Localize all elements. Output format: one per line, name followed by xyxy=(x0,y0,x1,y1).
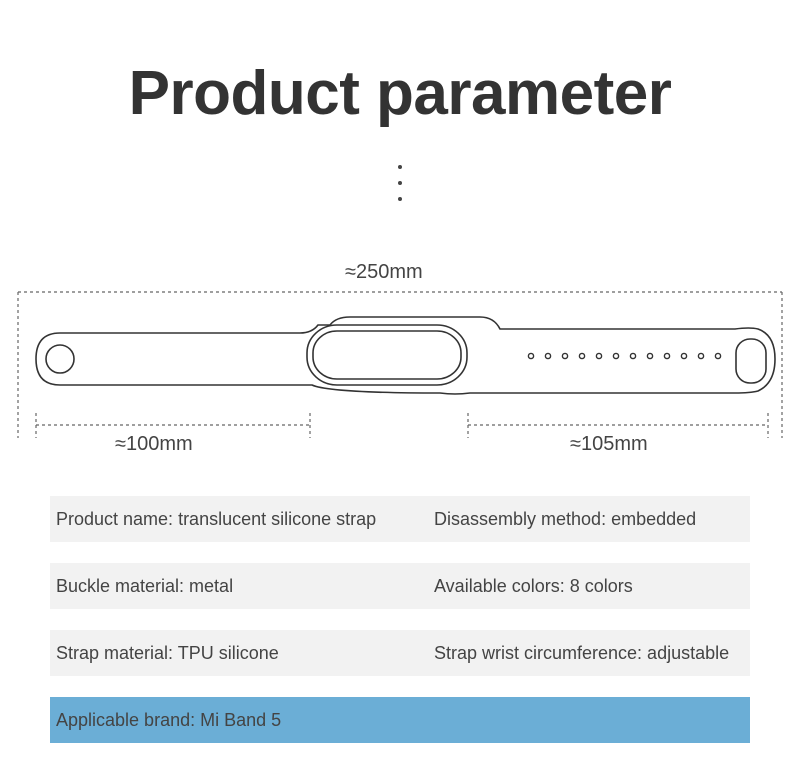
spec-row: Strap material: TPU silicone Strap wrist… xyxy=(50,630,750,676)
spec-cell: Product name: translucent silicone strap xyxy=(56,509,377,529)
spec-row-highlight: Applicable brand: Mi Band 5 xyxy=(50,697,750,743)
total-length-label: ≈250mm xyxy=(345,261,423,283)
spec-cell: Disassembly method: embedded xyxy=(434,509,697,529)
divider-dots xyxy=(396,165,404,207)
spec-cell: Buckle material: metal xyxy=(56,576,234,596)
strap-outline-icon xyxy=(17,291,783,438)
strap-diagram: ≈250mm ≈100mm ≈105mm xyxy=(0,255,800,465)
spec-cell: Available colors: 8 colors xyxy=(434,576,633,596)
dot xyxy=(398,165,402,169)
right-length-label: ≈105mm xyxy=(570,433,648,455)
spec-cell: Applicable brand: Mi Band 5 xyxy=(56,710,282,730)
spec-row: Buckle material: metal Available colors:… xyxy=(50,563,750,609)
page-title: Product parameter xyxy=(128,59,672,128)
dot xyxy=(398,181,402,185)
spec-cell: Strap wrist circumference: adjustable xyxy=(434,643,730,663)
left-length-label: ≈100mm xyxy=(115,433,193,455)
spec-cell: Strap material: TPU silicone xyxy=(56,643,279,663)
dot xyxy=(398,197,402,201)
spec-row: Product name: translucent silicone strap… xyxy=(50,496,750,542)
